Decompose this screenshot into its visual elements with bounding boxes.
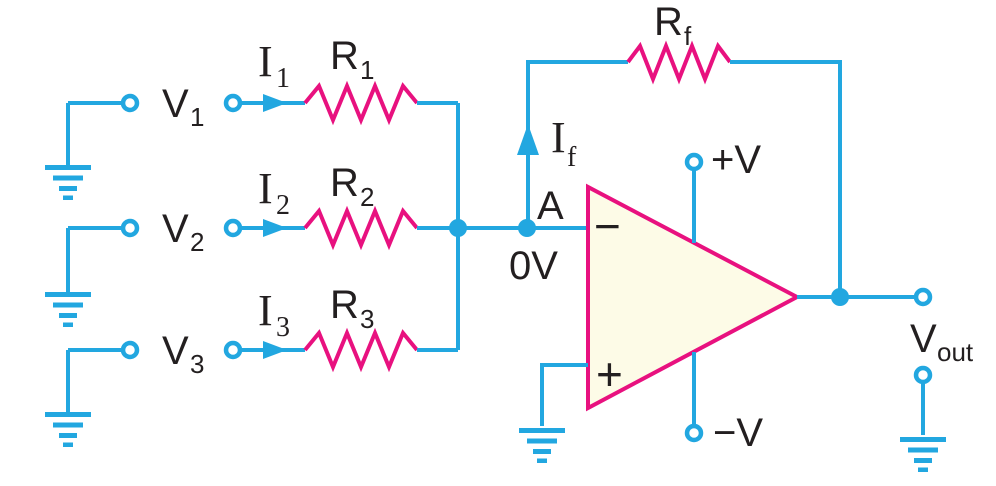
wire-segment [540,363,588,426]
current-label-sub: 2 [276,190,290,221]
wire-segment [730,60,842,297]
feedback-current-arrow-icon [517,124,539,155]
resistor-label: R [330,283,359,327]
feedback-resistor-label: R [654,0,683,44]
source-label-sub: 1 [190,102,204,132]
output-section: V out [797,287,974,472]
positive-supply: +V [684,138,761,243]
feedback-resistor-icon [626,40,732,85]
resistor-icon [303,80,419,126]
junction-dot-icon [831,288,849,306]
terminal-icon [120,93,140,113]
output-label-sub: out [937,337,974,367]
ground-icon [900,437,946,472]
ground-bar [533,449,551,454]
resistor-label-sub: 2 [360,182,374,212]
current-arrow-icon [263,219,287,237]
ground-bar [63,195,73,200]
source-label-sub: 2 [190,227,204,257]
resistor-icon [303,205,419,251]
ground-bar [519,428,565,433]
current-label: I [258,37,273,86]
terminal-icon [913,365,933,385]
source-label-sub: 3 [190,349,204,379]
ground-bar [53,302,83,308]
terminal-icon [120,340,140,360]
input-channel-3: V 3 I 3 R 3 [45,283,458,447]
resistor-label: R [330,34,359,78]
ground-bar [59,186,77,191]
source-label: V [162,329,189,373]
current-arrow-icon [263,341,287,359]
resistor-icon [303,327,419,373]
ground-bar [45,292,91,297]
ground-bar [53,422,83,428]
node-label: A [537,184,564,228]
current-label-sub: 3 [276,312,290,343]
ground-bar [900,437,946,442]
ground-bar [63,322,73,327]
feedback-current-label: I [551,113,566,162]
feedback-current-label-sub: f [567,142,577,173]
inverting-input-sign: − [594,200,621,252]
ground-bar [908,447,938,453]
negative-supply-label: −V [713,411,763,455]
ground-bar [914,458,932,463]
ground-bar [53,175,83,181]
ground-bar [537,458,547,463]
source-label: V [162,207,189,251]
ground-bar [59,313,77,318]
summing-bus: A 0V [449,103,586,350]
terminal-icon [223,93,243,113]
wire-segment [526,60,628,228]
noninverting-input-ground [519,363,588,463]
ground-bar [59,433,77,438]
node-voltage-label: 0V [509,244,558,288]
current-arrow-icon [263,94,287,112]
terminal-icon [120,218,140,238]
resistor-label-sub: 1 [360,55,374,85]
terminal-icon [913,287,933,307]
ground-icon [45,292,91,327]
ground-icon [45,412,91,447]
feedback-resistor-label-sub: f [684,21,692,51]
source-label: V [162,82,189,126]
ground-bar [45,165,91,170]
ground-icon [45,165,91,200]
resistor-label: R [330,161,359,205]
input-channel-2: V 2 I 2 R 2 [45,161,458,327]
terminal-icon [684,152,704,172]
ground-bar [918,467,928,472]
current-label-sub: 1 [276,63,290,94]
input-channel-1: V 1 I 1 R 1 [45,34,458,200]
current-label: I [258,164,273,213]
output-label: V [910,317,937,361]
positive-supply-label: +V [711,138,761,182]
ground-bar [63,442,73,447]
feedback-loop: I f R f [517,0,842,297]
terminal-icon [684,423,704,443]
terminal-icon [223,218,243,238]
ground-icon [519,428,565,463]
ground-bar [527,438,557,444]
current-label: I [258,286,273,335]
negative-supply: −V [684,352,763,455]
noninverting-input-sign: + [596,348,623,400]
terminal-icon [223,340,243,360]
resistor-label-sub: 3 [360,304,374,334]
ground-bar [45,412,91,417]
